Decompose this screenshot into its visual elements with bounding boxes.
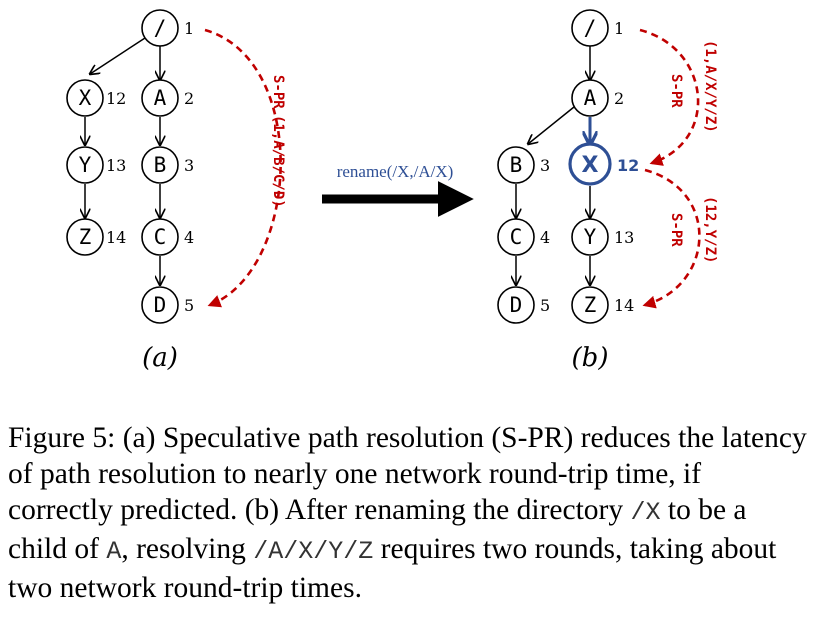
node-name: Z	[79, 225, 92, 249]
spr-label-b2: S-PR (12,Y/Z)	[668, 196, 718, 263]
node-b: B 3	[141, 146, 194, 184]
node-name: B	[154, 153, 167, 177]
node-id: 1	[184, 19, 194, 38]
spr-label-args: (1,A/X/Y/Z)	[702, 40, 718, 133]
node-z: Z 14	[66, 218, 126, 256]
node-name: D	[510, 293, 523, 317]
node-root: / 1	[571, 9, 624, 47]
panel-label-a: (a)	[142, 343, 178, 373]
spr-label-text: S-PR	[270, 75, 286, 109]
node-a: A 2	[571, 79, 624, 117]
spr-arc-b1	[639, 28, 700, 166]
node-c: C 4	[141, 218, 194, 256]
node-root: / 1	[141, 9, 194, 47]
node-id: 2	[614, 89, 624, 108]
node-x-highlighted: X 12	[568, 142, 639, 186]
node-id: 13	[106, 156, 126, 175]
rename-label: rename(/X,/A/X)	[337, 162, 454, 181]
node-id: 14	[614, 296, 634, 315]
node-z: Z 14	[571, 286, 634, 324]
caption-code-path-axyz: /A/X/Y/Z	[253, 537, 374, 566]
node-name: A	[154, 86, 167, 110]
node-id: 4	[540, 228, 550, 247]
node-id: 12	[106, 89, 126, 108]
node-name: Y	[79, 153, 92, 177]
node-id: 4	[184, 228, 194, 247]
node-id: 13	[614, 228, 634, 247]
node-id: 5	[540, 296, 550, 315]
node-name: C	[154, 225, 167, 249]
node-b: B 3	[497, 146, 550, 184]
node-x: X 12	[66, 79, 126, 117]
panel-a: / 1 X 12 Y 13 Z 14 A 2 B 3	[66, 9, 286, 373]
node-c: C 4	[497, 218, 550, 256]
node-id: 1	[614, 19, 624, 38]
caption-text: to be a child of	[8, 494, 747, 565]
node-name: /	[584, 16, 597, 40]
rename-operation: rename(/X,/A/X)	[322, 162, 474, 217]
spr-label-args: (1,A/B/C/D)	[270, 115, 286, 208]
node-name: Z	[584, 293, 597, 317]
node-name: D	[154, 293, 167, 317]
panel-b: / 1 A 2 B 3 C 4 D 5 X 12 Y	[497, 9, 718, 373]
node-name: B	[510, 153, 523, 177]
node-a: A 2	[141, 79, 194, 117]
figure-diagram: / 1 X 12 Y 13 Z 14 A 2 B 3	[66, 9, 718, 373]
spr-label-b1: S-PR (1,A/X/Y/Z)	[668, 40, 718, 133]
node-name: C	[510, 225, 523, 249]
spr-label-text: S-PR	[668, 213, 684, 247]
spr-label-args: (12,Y/Z)	[702, 196, 718, 263]
spr-arc-a	[204, 28, 282, 308]
node-id: 3	[540, 156, 550, 175]
edge-a-b	[528, 106, 575, 144]
spr-arc-b2	[642, 168, 701, 309]
node-id: 3	[184, 156, 194, 175]
spr-label-text: S-PR	[668, 74, 684, 108]
node-id: 12	[617, 156, 639, 175]
node-name: /	[154, 16, 167, 40]
edge-root-x	[90, 37, 146, 74]
caption-text: requires two rounds, taking about two ne…	[8, 533, 777, 604]
node-d: D 5	[141, 286, 194, 324]
node-name: X	[582, 153, 599, 178]
node-id: 2	[184, 89, 194, 108]
node-y: Y 13	[66, 146, 126, 184]
node-name: X	[79, 86, 92, 110]
caption-text: , resolving	[121, 533, 254, 565]
figure-caption: Figure 5: (a) Speculative path resolutio…	[8, 420, 808, 606]
node-name: Y	[584, 225, 597, 249]
node-id: 5	[184, 296, 194, 315]
caption-code-a: A	[106, 537, 122, 566]
spr-label-a: S-PR (1,A/B/C/D)	[270, 75, 286, 208]
node-y: Y 13	[571, 218, 634, 256]
node-name: A	[584, 86, 597, 110]
caption-code-path-x: /X	[630, 498, 661, 527]
node-id: 14	[106, 228, 126, 247]
caption-text: Figure 5: (a) Speculative path resolutio…	[8, 422, 807, 526]
node-d: D 5	[497, 286, 550, 324]
panel-label-b: (b)	[572, 343, 609, 373]
